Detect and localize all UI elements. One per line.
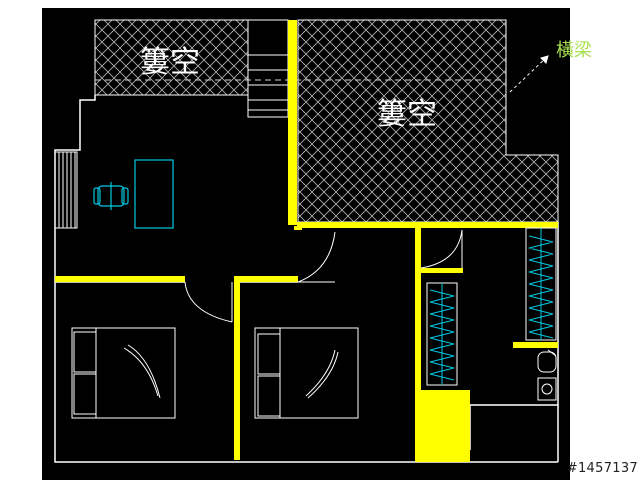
void-label-right: 簍空 (377, 97, 437, 132)
wardrobe-right (525, 227, 557, 341)
beam-label: 橫梁 (556, 40, 592, 61)
void-label-left: 簍空 (140, 45, 200, 80)
void-area-left (94, 19, 249, 96)
bed-right (254, 327, 359, 419)
watermark: #1457137 (566, 461, 638, 476)
highlighted-walls (55, 20, 558, 462)
bathroom-fixtures (537, 349, 557, 401)
bed-left (71, 327, 176, 419)
radiator (54, 151, 78, 229)
office-chair (93, 182, 129, 210)
doors (184, 229, 463, 323)
beam-leader-arrow (509, 55, 549, 93)
desk (134, 159, 174, 229)
wardrobe-left (426, 282, 458, 386)
